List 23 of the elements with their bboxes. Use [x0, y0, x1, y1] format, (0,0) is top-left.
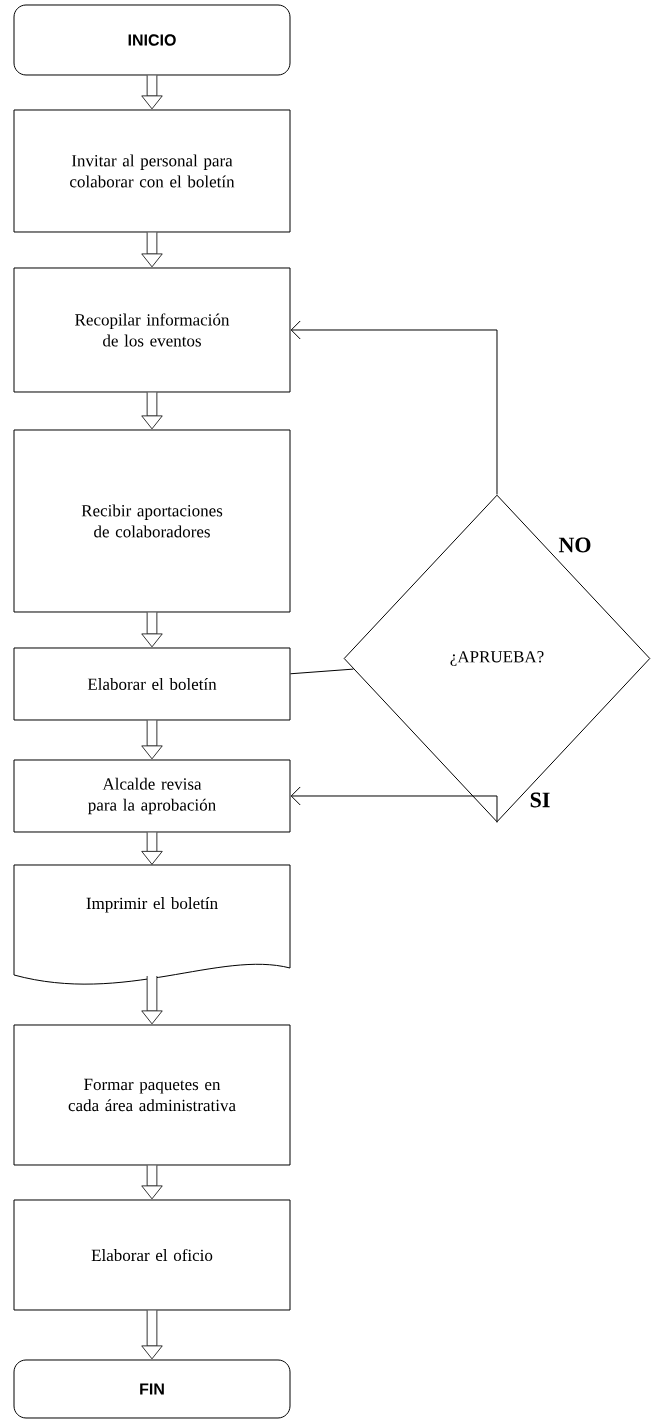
block-arrow	[141, 720, 163, 760]
arrow	[290, 320, 498, 495]
start-terminal: INICIO	[13, 4, 291, 76]
process-box: Alcalde revisa para la aprobación	[13, 759, 291, 833]
process-box: Recibir aportaciones de colaboradores	[13, 429, 291, 613]
end-terminal: FIN	[13, 1359, 291, 1419]
block-arrow	[141, 75, 163, 110]
block-arrow	[141, 976, 163, 1025]
block-arrow	[141, 392, 163, 430]
process-box: Recopilar información de los eventos	[13, 267, 291, 393]
block-arrow	[141, 832, 163, 865]
edge-label: SI	[528, 791, 552, 809]
block-arrow	[141, 612, 163, 648]
edge-label: NO	[557, 536, 593, 554]
block-arrow	[141, 1165, 163, 1200]
process-box: Invitar al personal para colaborar con el boletín	[13, 109, 291, 233]
connector-line	[290, 668, 354, 675]
block-arrow	[141, 1310, 163, 1360]
process-box: Elaborar el boletín	[13, 647, 291, 721]
process-box: Elaborar el oficio	[13, 1199, 291, 1311]
arrow	[290, 786, 498, 823]
block-arrow	[141, 232, 163, 268]
process-box: Formar paquetes en cada área administrativa	[13, 1024, 291, 1166]
